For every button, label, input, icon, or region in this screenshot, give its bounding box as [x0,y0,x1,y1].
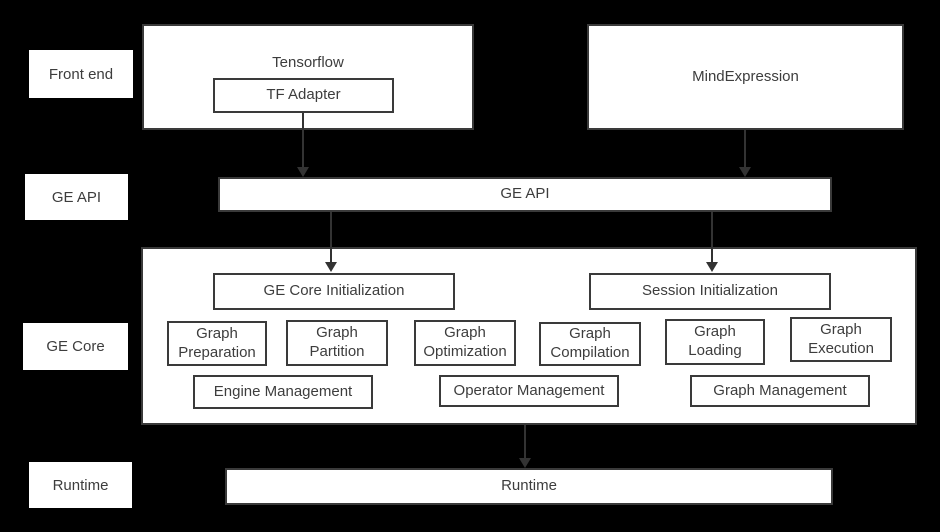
row-label-ge-api: GE API [25,174,128,220]
arrow-down-icon [325,262,337,272]
ge-api-bar: GE API [218,177,832,212]
tensorflow-box: Tensorflow TF Adapter [142,24,474,130]
graph-loading-box: Graph Loading [665,319,765,365]
box-label-line: Partition [309,343,365,360]
box-label-line: Graph [316,324,358,342]
box-label-line: Graph [694,323,736,341]
box-label-line: Loading [688,342,742,359]
box-label-line: Preparation [178,343,256,361]
arrow-down-icon [706,262,718,272]
tensorflow-label: Tensorflow [272,54,344,71]
box-label-line: Graph [444,324,486,342]
graph-execution-box: Graph Execution [790,317,892,362]
arrow-shaft [302,113,304,168]
arrow-tf-adapter-to-ge-api [297,113,309,177]
tf-adapter-box: TF Adapter [213,78,394,113]
arrow-shaft [330,212,332,263]
box-label-line: Graph [196,324,238,342]
box-label-line: Graph [820,320,862,338]
graph-optimization-box: Graph Optimization [414,320,516,366]
ge-core-container: GE Core Initialization Session Initializ… [141,247,917,425]
arrow-mindexpression-to-ge-api [739,130,751,177]
arrow-ge-api-to-ge-core-initialization [325,212,337,272]
graph-preparation-box: Graph Preparation [167,321,267,366]
arrow-shaft [711,212,713,263]
arrow-ge-api-to-session-initialization [706,212,718,272]
row-label-ge-core: GE Core [23,323,128,370]
arrow-down-icon [297,167,309,177]
engine-management-box: Engine Management [193,375,373,409]
arrow-shaft [524,425,526,459]
graph-partition-box: Graph Partition [286,320,388,366]
box-label-line: Graph [569,325,611,343]
arrow-ge-core-to-runtime [519,425,531,468]
row-label-runtime: Runtime [29,462,132,508]
runtime-bar: Runtime [225,468,833,505]
session-initialization-box: Session Initialization [589,273,831,310]
arrow-down-icon [519,458,531,468]
row-label-front-end: Front end [29,50,133,98]
operator-management-box: Operator Management [439,375,619,407]
box-label-line: Execution [808,339,874,357]
arrow-down-icon [739,167,751,177]
graph-compilation-box: Graph Compilation [539,322,641,366]
box-label-line: Optimization [423,343,507,360]
box-label-line: Compilation [550,344,630,361]
arrow-shaft [744,130,746,168]
mindexpression-box: MindExpression [587,24,904,130]
ge-core-initialization-box: GE Core Initialization [213,273,455,310]
graph-management-box: Graph Management [690,375,870,407]
